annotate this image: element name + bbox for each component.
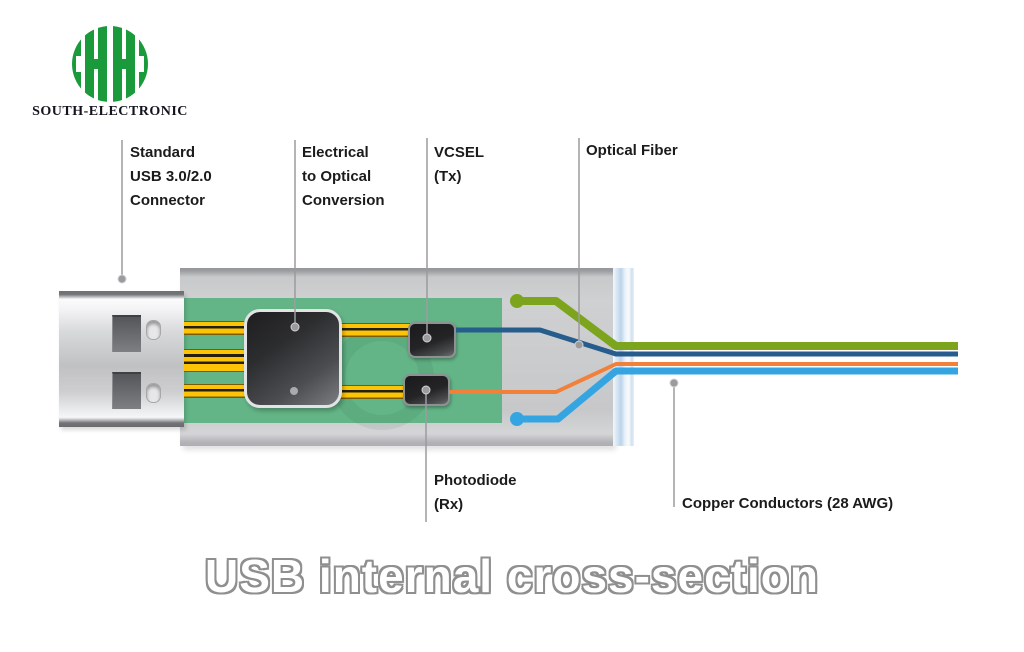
gold-trace <box>340 323 410 337</box>
label-line: VCSEL <box>434 144 485 161</box>
brand-block: SOUTH-ELECTRONIC <box>25 26 195 120</box>
leader-dot-optical-fiber <box>574 340 584 350</box>
label-vcsel-tx: VCSEL (Tx) <box>434 141 484 189</box>
label-line: Electrical <box>302 144 369 161</box>
south-electronic-logo-icon <box>72 26 148 102</box>
label-electrical-optical-conversion: Electrical to Optical Conversion <box>302 141 385 213</box>
label-line: Standard <box>130 144 196 161</box>
label-line: Copper Conductors (28 AWG) <box>682 495 894 512</box>
label-line: USB 3.0/2.0 <box>130 168 212 185</box>
label-line: Connector <box>130 192 205 209</box>
connector-pin-hole-bottom <box>112 372 141 409</box>
chip-lower-dot <box>290 387 298 395</box>
connector-slot-hole-bottom <box>146 383 161 403</box>
label-line: (Tx) <box>434 168 462 185</box>
optical-fiber-green-line <box>517 297 958 350</box>
leader-dot-connector <box>117 274 127 284</box>
label-line: Conversion <box>302 192 385 209</box>
label-standard-usb-connector: Standard USB 3.0/2.0 Connector <box>130 141 212 213</box>
gold-trace <box>340 385 410 399</box>
vcsel-component <box>408 322 456 358</box>
brand-name: SOUTH-ELECTRONIC <box>32 104 188 119</box>
label-line: (Rx) <box>434 496 464 513</box>
photodiode-orange-wire <box>449 362 958 394</box>
label-line: to Optical <box>302 168 372 185</box>
label-optical-fiber: Optical Fiber <box>586 139 678 163</box>
leader-dot-conversion <box>290 322 300 332</box>
page-title: USB internal cross-section <box>205 550 819 602</box>
fiber-green-end-dot <box>510 294 524 308</box>
label-copper-conductors: Copper Conductors (28 AWG) <box>682 492 893 516</box>
leader-dot-vcsel <box>422 333 432 343</box>
gold-trace <box>184 321 246 335</box>
fiber-ferrule-band <box>613 268 634 446</box>
gold-trace <box>184 349 246 372</box>
gold-trace <box>184 384 246 398</box>
label-photodiode-rx: Photodiode (Rx) <box>434 469 517 517</box>
usb-metal-connector <box>59 291 184 427</box>
optical-fiber-cyan-line <box>517 367 958 423</box>
leader-dot-photodiode <box>421 385 431 395</box>
fiber-cyan-end-dot <box>510 412 524 426</box>
connector-pin-hole-top <box>112 315 141 352</box>
label-line: Optical Fiber <box>586 142 678 159</box>
connector-slot-hole-top <box>146 320 161 340</box>
leader-dot-copper <box>669 378 679 388</box>
label-line: Photodiode <box>434 472 517 489</box>
